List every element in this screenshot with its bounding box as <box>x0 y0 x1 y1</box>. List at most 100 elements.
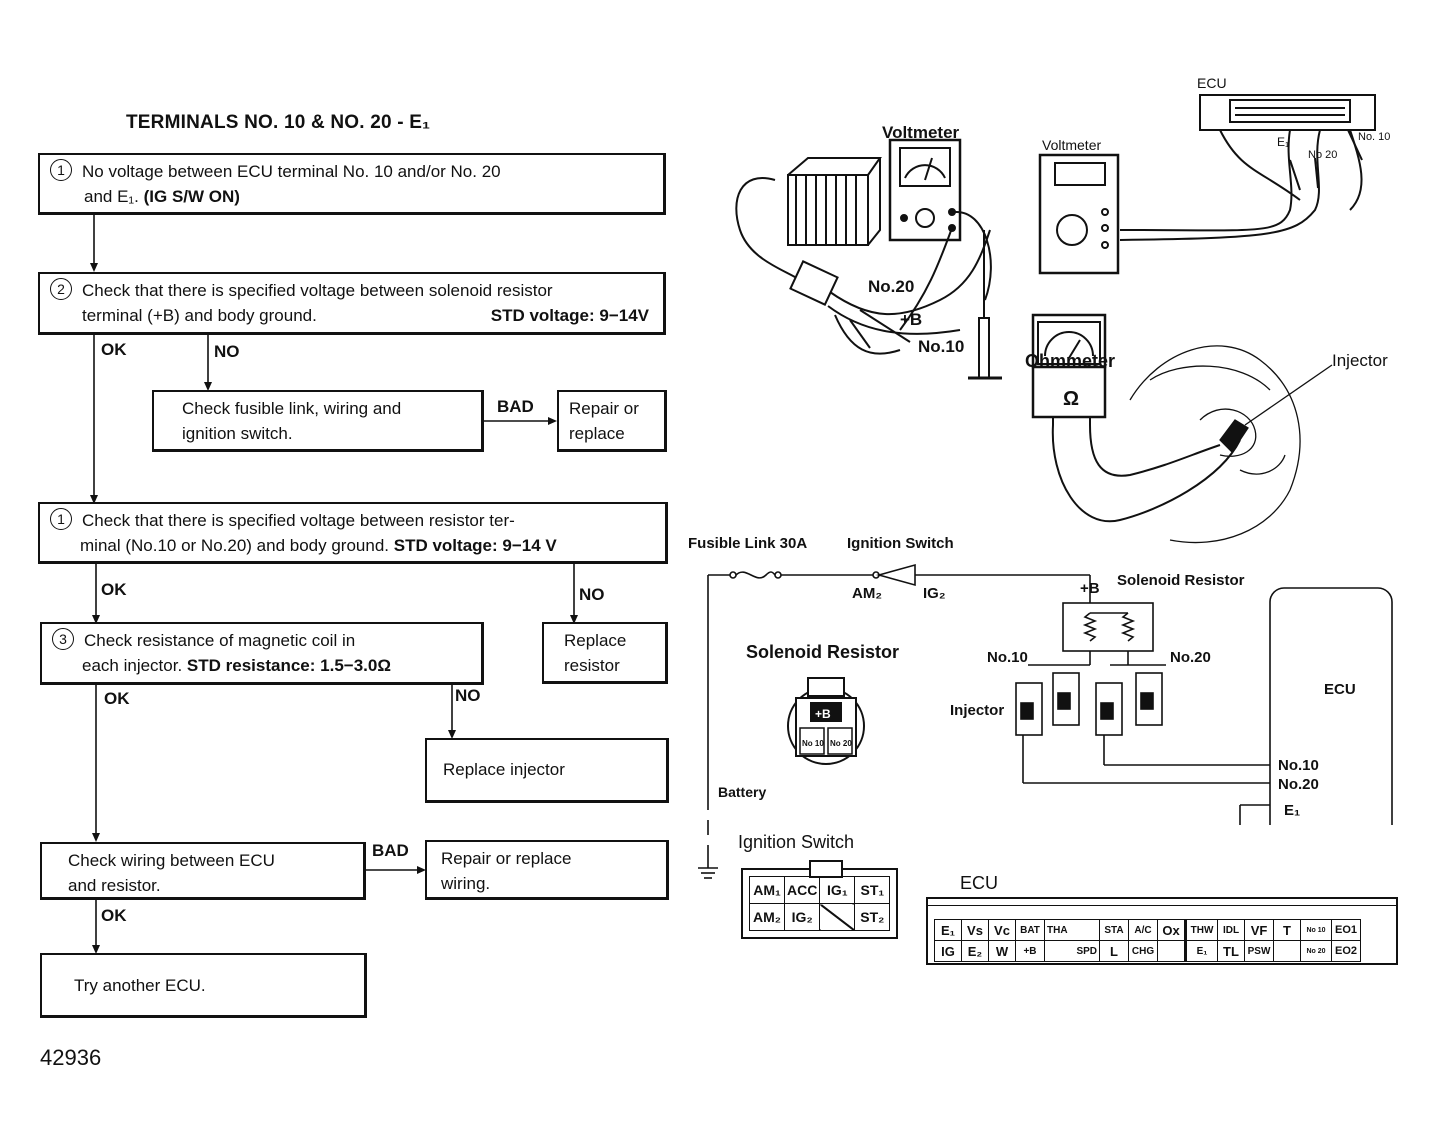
box-text-a: Replace <box>564 631 627 650</box>
pin: STA <box>1099 919 1129 941</box>
pin: IG₂ <box>783 903 821 931</box>
solenoid-resistor-label: Solenoid Resistor <box>1117 572 1245 589</box>
step-text-a: Check that there is specified voltage be… <box>82 281 553 300</box>
replace-injector-box: Replace injector <box>425 738 669 803</box>
step-number: 3 <box>52 628 74 650</box>
pin: L <box>1099 940 1129 962</box>
solenoid-resistor-illustration <box>735 157 991 355</box>
ecu-pin-grid: E₁ Vs Vc BAT THA STA A/C Ox THW IDL VF T… <box>934 919 1361 962</box>
sr-no10: No 10 <box>802 739 824 748</box>
pin: ACC <box>783 876 821 904</box>
pin: IDL <box>1217 919 1245 941</box>
ohm-symbol: Ω <box>1063 388 1079 410</box>
step-text-c: STD voltage: 9−14 V <box>393 536 557 555</box>
pin: No 10 <box>1300 919 1332 941</box>
ecu-e1-terminal: E₁ <box>1284 802 1300 819</box>
pin: AM₂ <box>749 903 785 931</box>
voltmeter-label: Voltmeter <box>882 123 960 142</box>
plusb-terminal-label: +B <box>1080 580 1100 597</box>
pin-blank <box>819 903 856 931</box>
box-text-a: Check fusible link, wiring and <box>182 399 402 418</box>
label-ok: OK <box>101 580 127 599</box>
step-text-b: terminal (+B) and body ground. <box>82 306 317 325</box>
battery-symbol <box>698 775 718 879</box>
pin: IG <box>934 940 962 962</box>
plusb-label: +B <box>900 310 922 329</box>
pin: SPD <box>1044 940 1100 962</box>
injector-label: Injector <box>1332 351 1388 370</box>
ecu-no20-terminal: No.20 <box>1278 776 1319 793</box>
ignition-switch-pin-grid: AM₁ ACC IG₁ ST₁ AM₂ IG₂ ST₂ <box>749 876 891 931</box>
connector-latch <box>809 860 843 878</box>
no20-label: No.20 <box>868 277 914 296</box>
box-text: Try another ECU. <box>74 976 206 995</box>
solenoid-resistor-connector: +B No 10 No 20 <box>787 677 865 765</box>
pin: TL <box>1217 940 1245 962</box>
sr-plusb: +B <box>815 707 831 721</box>
pin: THW <box>1184 919 1218 941</box>
repair-wiring-box: Repair or replace wiring. <box>425 840 669 900</box>
label-no: NO <box>455 686 481 705</box>
pin: Ox <box>1157 919 1186 941</box>
ohmmeter-label: Ohmmeter <box>1025 351 1115 371</box>
ecu-box-label: ECU <box>1324 681 1356 698</box>
step-text-a: Check that there is specified voltage be… <box>82 511 515 530</box>
box-text-b: resistor <box>564 656 620 675</box>
box-text-a: Repair or replace <box>441 849 572 868</box>
battery-label: Battery <box>718 784 767 800</box>
pin: E₁ <box>1184 940 1218 962</box>
ecu-label: ECU <box>1197 75 1227 91</box>
no20-ecu-label: No 20 <box>1308 149 1337 161</box>
label-bad: BAD <box>372 841 409 860</box>
injector-row <box>1015 672 1163 736</box>
no20-label: No.20 <box>1170 649 1211 666</box>
pin: EO1 <box>1331 919 1361 941</box>
no10-ecu-label: No. 10 <box>1358 131 1390 143</box>
box-text-b: replace <box>569 424 625 443</box>
pin: PSW <box>1244 940 1274 962</box>
figure-number: 42936 <box>40 1045 102 1070</box>
box-text-a: Repair or <box>569 399 639 418</box>
step-number: 1 <box>50 159 72 181</box>
voltmeter-2-label: Voltmeter <box>1042 137 1101 153</box>
check-wiring-box: Check wiring between ECU and resistor. <box>40 842 366 900</box>
pin <box>1157 940 1186 962</box>
flow-connectors <box>90 215 578 954</box>
pin: IG₁ <box>819 876 856 904</box>
step-number: 1 <box>50 508 72 530</box>
voltmeter-2-illustration <box>1038 153 1120 275</box>
step-text-c: STD voltage: 9−14V <box>490 306 649 325</box>
pin: E₂ <box>961 940 989 962</box>
pin: Vc <box>988 919 1016 941</box>
ignition-switch-connector: AM₁ ACC IG₁ ST₁ AM₂ IG₂ ST₂ <box>741 860 899 939</box>
label-no: NO <box>579 585 605 604</box>
step-text-b: minal (No.10 or No.20) and body ground. <box>80 536 390 555</box>
label-ok: OK <box>101 340 127 359</box>
pin: No 20 <box>1300 940 1332 962</box>
pin <box>1273 940 1301 962</box>
no10-label: No.10 <box>987 649 1028 666</box>
flow-title: TERMINALS NO. 10 & NO. 20 - E₁ <box>126 112 431 133</box>
ecu-connector: E₁ Vs Vc BAT THA STA A/C Ox THW IDL VF T… <box>926 897 1398 965</box>
pin: CHG <box>1128 940 1158 962</box>
wiring-schematic: Fusible Link 30A Ignition Switch AM₂ IG₂… <box>688 535 1393 825</box>
engine-injector-illustration <box>1129 345 1333 544</box>
try-another-ecu-box: Try another ECU. <box>40 953 367 1018</box>
pin: ST₁ <box>854 876 891 904</box>
repair-replace-box: Repair or replace <box>557 390 667 452</box>
ignition-switch-title: Ignition Switch <box>738 832 855 852</box>
injector-label: Injector <box>950 702 1004 719</box>
sr-no20: No 20 <box>830 739 852 748</box>
pin: E₁ <box>934 919 962 941</box>
pin: T <box>1273 919 1301 941</box>
replace-resistor-box: Replace resistor <box>542 622 668 684</box>
ecu-no10-terminal: No.10 <box>1278 757 1319 774</box>
box-text-b: wiring. <box>441 874 491 893</box>
box-text-b: and resistor. <box>68 876 161 895</box>
label-bad: BAD <box>497 397 534 416</box>
step-resistor-voltage-box: 1 Check that there is specified voltage b… <box>38 502 668 564</box>
pin: W <box>988 940 1016 962</box>
step-text-b: each injector. <box>82 656 183 675</box>
